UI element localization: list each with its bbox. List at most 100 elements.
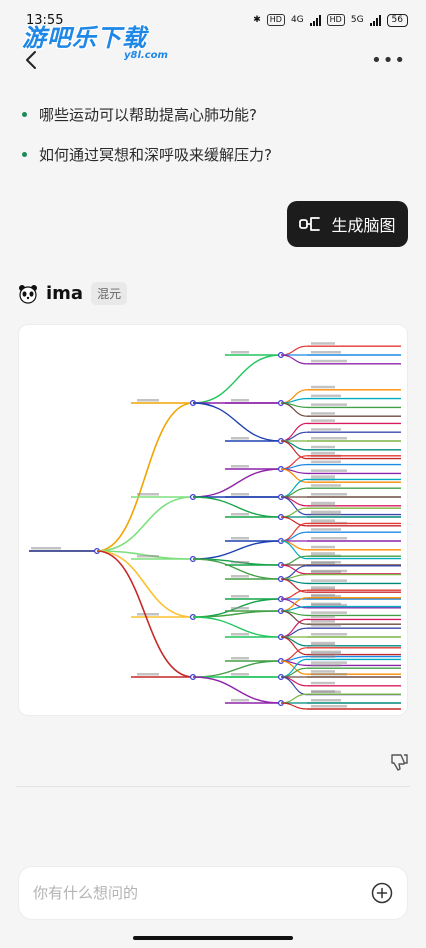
mindmap-node-label [231,465,249,468]
mindmap-branch [280,507,308,518]
mindmap-node-label [231,595,249,598]
mindmap-branch [96,402,194,552]
mindmap-node-label [311,437,347,440]
back-arrow-icon[interactable] [20,48,44,72]
network-type-right: 5G [350,15,364,25]
mindmap-node-label [311,593,335,597]
mindmap-node-label [311,643,335,647]
chat-input-bar[interactable] [18,866,408,920]
mindmap-node-label [311,670,335,673]
mindmap-node-label [311,510,341,514]
mindmap-node-label [311,681,335,685]
status-time: 13:55 [26,12,64,28]
mindmap-node-label [311,519,335,522]
mindmap-node-label [311,664,341,667]
mindmap-node-label [311,351,341,354]
mindmap-branch [280,667,308,678]
mindmap-node-label [231,493,249,496]
mindmap-branch [192,402,282,442]
home-indicator [133,936,293,940]
bullet-icon [22,151,27,157]
more-options-icon[interactable]: ••• [371,50,406,71]
mindmap-node-label [311,501,335,505]
mindmap-node-label [137,673,159,676]
mindmap-branch [280,487,308,498]
model-badge: 混元 [91,282,128,305]
mindmap-node-label [311,690,335,693]
mindmap-node-label [311,403,347,406]
thumbs-down-icon[interactable] [389,752,409,772]
mindmap-branch [192,354,282,404]
mindmap-node-label [311,537,347,540]
hd-badge-right: HD [326,14,345,26]
mindmap-branch [192,540,282,560]
mindmap-branch [280,574,308,580]
mindmap-node-label [311,385,335,389]
mindmap-branch [280,402,308,417]
mindmap-branch [280,464,308,470]
mindmap-node-label [311,673,347,676]
mindmap-branch [280,496,308,507]
mindmap-node-label [231,673,249,676]
mindmap-node-label [311,620,335,623]
mindmap-branch [280,636,308,647]
mindmap-branch [280,540,308,560]
mindmap-branch [280,540,308,551]
mindmap-branch [192,676,282,704]
mindmap-node-label [231,657,249,660]
mindmap-branch [96,496,194,552]
bullet-icon [22,111,27,117]
suggestion-text: 如何通过冥想和深呼吸来缓解压力? [39,145,272,164]
suggestion-item[interactable]: 哪些运动可以帮助提高心肺功能? [22,100,412,128]
signal-icon-right [369,14,381,26]
mindmap-node-label [311,451,335,455]
mindmap-node-label [311,394,341,398]
hd-badge-left: HD [266,14,285,26]
mindmap-branch [280,345,308,356]
bluetooth-icon: ✱ [253,15,261,25]
chat-input[interactable] [33,884,333,902]
mindmap-branch [280,606,308,612]
mindmap-node-label [231,513,249,516]
mindmap-branch [280,627,308,638]
mindmap-branch [280,676,308,687]
mindmap-branch [280,564,308,575]
mindmap-preview[interactable] [18,324,408,716]
mindmap-node-label [311,579,347,582]
mindmap-diagram [29,342,401,710]
mindmap-node-label [231,575,249,578]
assistant-name: ima [46,283,84,304]
mindmap-branch [280,702,308,710]
suggestion-item[interactable]: 如何通过冥想和深呼吸来缓解压力? [22,140,412,168]
suggested-questions: 哪些运动可以帮助提高心肺功能? 如何通过冥想和深呼吸来缓解压力? [22,100,412,180]
mindmap-branch [280,468,308,483]
mindmap-node-label [311,513,341,516]
mindmap-node-label [231,437,249,440]
mindmap-branch [280,578,308,593]
mindmap-node-label [231,561,249,564]
mindmap-node-label [31,547,61,550]
mindmap-branch [280,398,308,404]
mindmap-branch [280,431,308,442]
mindmap-node-label [137,493,159,496]
mindmap-node-label [311,561,335,565]
mindmap-node-label [311,586,335,589]
mindmap-node-label [311,445,335,449]
mindmap-branch [192,610,282,618]
mindmap-node-label [311,504,335,507]
assistant-header: ima 混元 [18,282,128,305]
mindmap-node-label [311,641,335,645]
mindmap-branch [280,610,308,625]
mindmap-node-label [311,469,347,472]
mindmap-node-label [311,475,335,478]
generate-mindmap-button[interactable]: 生成脑图 [287,201,408,247]
mindmap-node-label [231,699,249,702]
mindmap-branch [280,354,308,365]
mindmap-node-label [231,537,249,540]
mindmap-branch [280,693,308,704]
mindmap-branch [96,550,194,618]
mindmap-node-label [311,412,335,415]
mindmap-node-label [231,399,249,402]
mindmap-node-label [311,602,341,606]
add-plus-icon[interactable] [371,882,393,904]
